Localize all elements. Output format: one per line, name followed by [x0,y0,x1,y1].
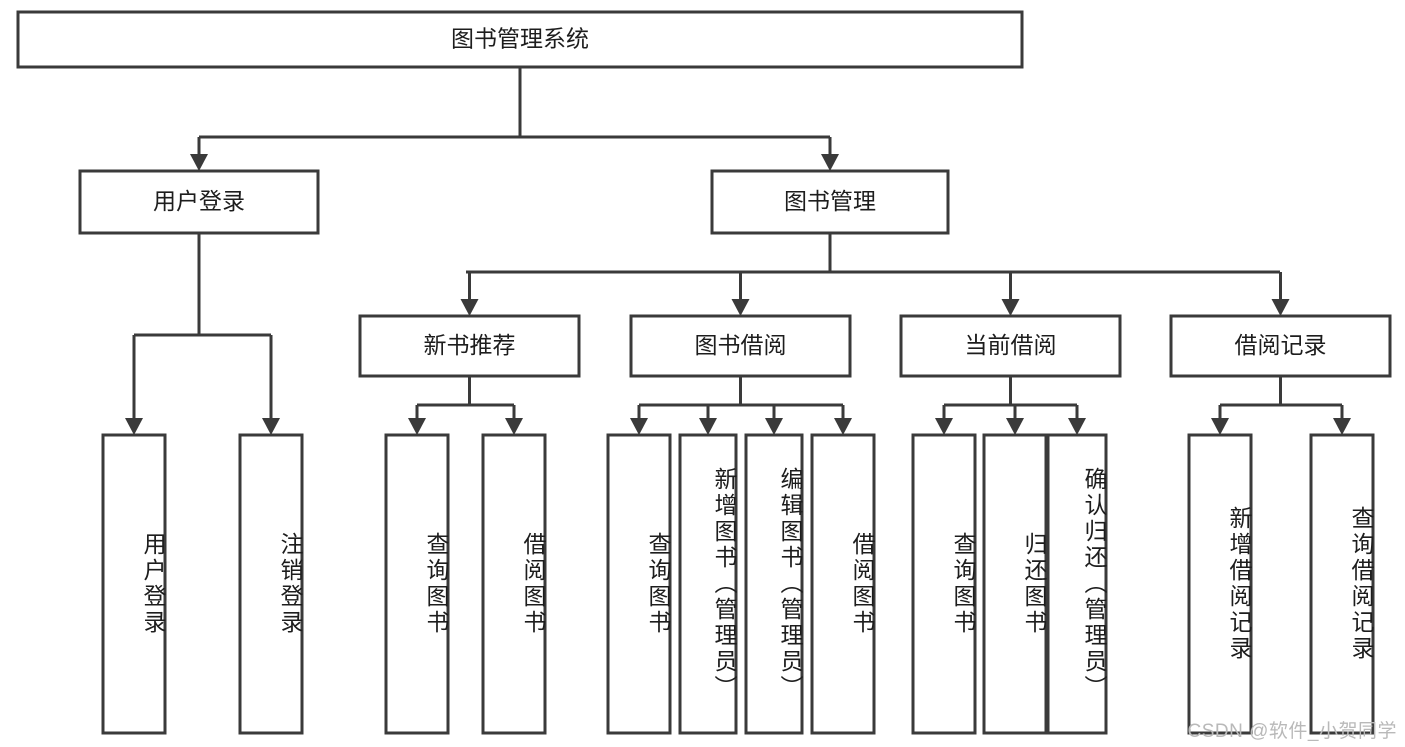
node-leaf-user-login[interactable] [101,433,167,735]
arrow-head-borrow-record [1271,299,1290,316]
node-box-leaf-edit-book-admin[interactable] [744,433,804,735]
node-box-leaf-user-logout[interactable] [238,433,304,735]
node-box-leaf-query-borrow-record[interactable] [1309,433,1375,735]
node-borrow-record[interactable]: 借阅记录 [1169,314,1392,378]
arrow-head-book-borrow [731,299,750,316]
node-book-manage[interactable]: 图书管理 [710,169,950,235]
connector-layer [125,67,1351,435]
arrow-head-leaf-query-book-borrow [630,418,648,435]
node-box-book-borrow[interactable] [629,314,852,378]
arrow-head-leaf-query-book-rec [408,418,426,435]
node-box-borrow-record[interactable] [1169,314,1392,378]
node-root[interactable]: 图书管理系统 [16,10,1024,69]
node-box-leaf-return-book[interactable] [982,433,1048,735]
arrow-head-leaf-borrow-book [834,418,852,435]
node-leaf-add-book-admin[interactable] [678,433,738,735]
node-leaf-borrow-book[interactable] [810,433,876,735]
arrow-head-leaf-add-borrow-record [1211,418,1229,435]
node-box-leaf-user-login[interactable] [101,433,167,735]
node-box-leaf-add-book-admin[interactable] [678,433,738,735]
node-box-user-login[interactable] [78,169,320,235]
node-box-leaf-query-book-rec[interactable] [384,433,450,735]
node-leaf-add-borrow-record[interactable] [1187,433,1253,735]
arrow-head-leaf-user-logout [262,418,280,435]
node-leaf-return-book[interactable] [982,433,1048,735]
node-box-current-borrow[interactable] [899,314,1122,378]
node-label-current-borrow: 当前借阅 [965,332,1057,358]
node-label-borrow-record: 借阅记录 [1235,332,1327,358]
node-box-leaf-borrow-book[interactable] [810,433,876,735]
arrow-head-leaf-add-book-admin [699,418,717,435]
node-box-leaf-add-borrow-record[interactable] [1187,433,1253,735]
node-user-login[interactable]: 用户登录 [78,169,320,235]
node-label-user-login: 用户登录 [153,188,245,214]
node-box-leaf-query-book-current[interactable] [911,433,977,735]
arrow-head-current-borrow [1001,299,1020,316]
node-leaf-query-book-borrow[interactable] [606,433,672,735]
node-box-new-book-rec[interactable] [358,314,581,378]
node-box-leaf-confirm-return-admin[interactable] [1046,433,1108,735]
node-leaf-query-book-current[interactable] [911,433,977,735]
node-leaf-borrow-book-rec[interactable] [481,433,547,735]
node-new-book-rec[interactable]: 新书推荐 [358,314,581,378]
arrow-head-leaf-user-login [125,418,143,435]
node-box-root[interactable] [16,10,1024,69]
arrow-head-book-manage [821,154,839,171]
arrow-head-leaf-borrow-book-rec [505,418,523,435]
arrow-head-new-book-rec [460,299,479,316]
node-current-borrow[interactable]: 当前借阅 [899,314,1122,378]
node-leaf-query-book-rec[interactable] [384,433,450,735]
node-label-new-book-rec: 新书推荐 [424,332,516,358]
watermark-text: CSDN @软件_小贺同学 [1187,721,1397,742]
node-label-book-manage: 图书管理 [784,188,876,214]
arrow-head-leaf-confirm-return-admin [1068,418,1086,435]
node-book-borrow[interactable]: 图书借阅 [629,314,852,378]
node-box-leaf-borrow-book-rec[interactable] [481,433,547,735]
node-leaf-confirm-return-admin[interactable] [1046,433,1108,735]
arrow-head-user-login [190,154,208,171]
node-leaf-user-logout[interactable] [238,433,304,735]
node-leaf-query-borrow-record[interactable] [1309,433,1375,735]
node-label-book-borrow: 图书借阅 [695,332,787,358]
node-box-leaf-query-book-borrow[interactable] [606,433,672,735]
node-leaf-edit-book-admin[interactable] [744,433,804,735]
arrow-head-leaf-return-book [1006,418,1024,435]
arrow-head-leaf-edit-book-admin [765,418,783,435]
arrow-head-leaf-query-book-current [935,418,953,435]
node-box-book-manage[interactable] [710,169,950,235]
arrow-head-leaf-query-borrow-record [1333,418,1351,435]
node-label-root: 图书管理系统 [451,26,589,52]
